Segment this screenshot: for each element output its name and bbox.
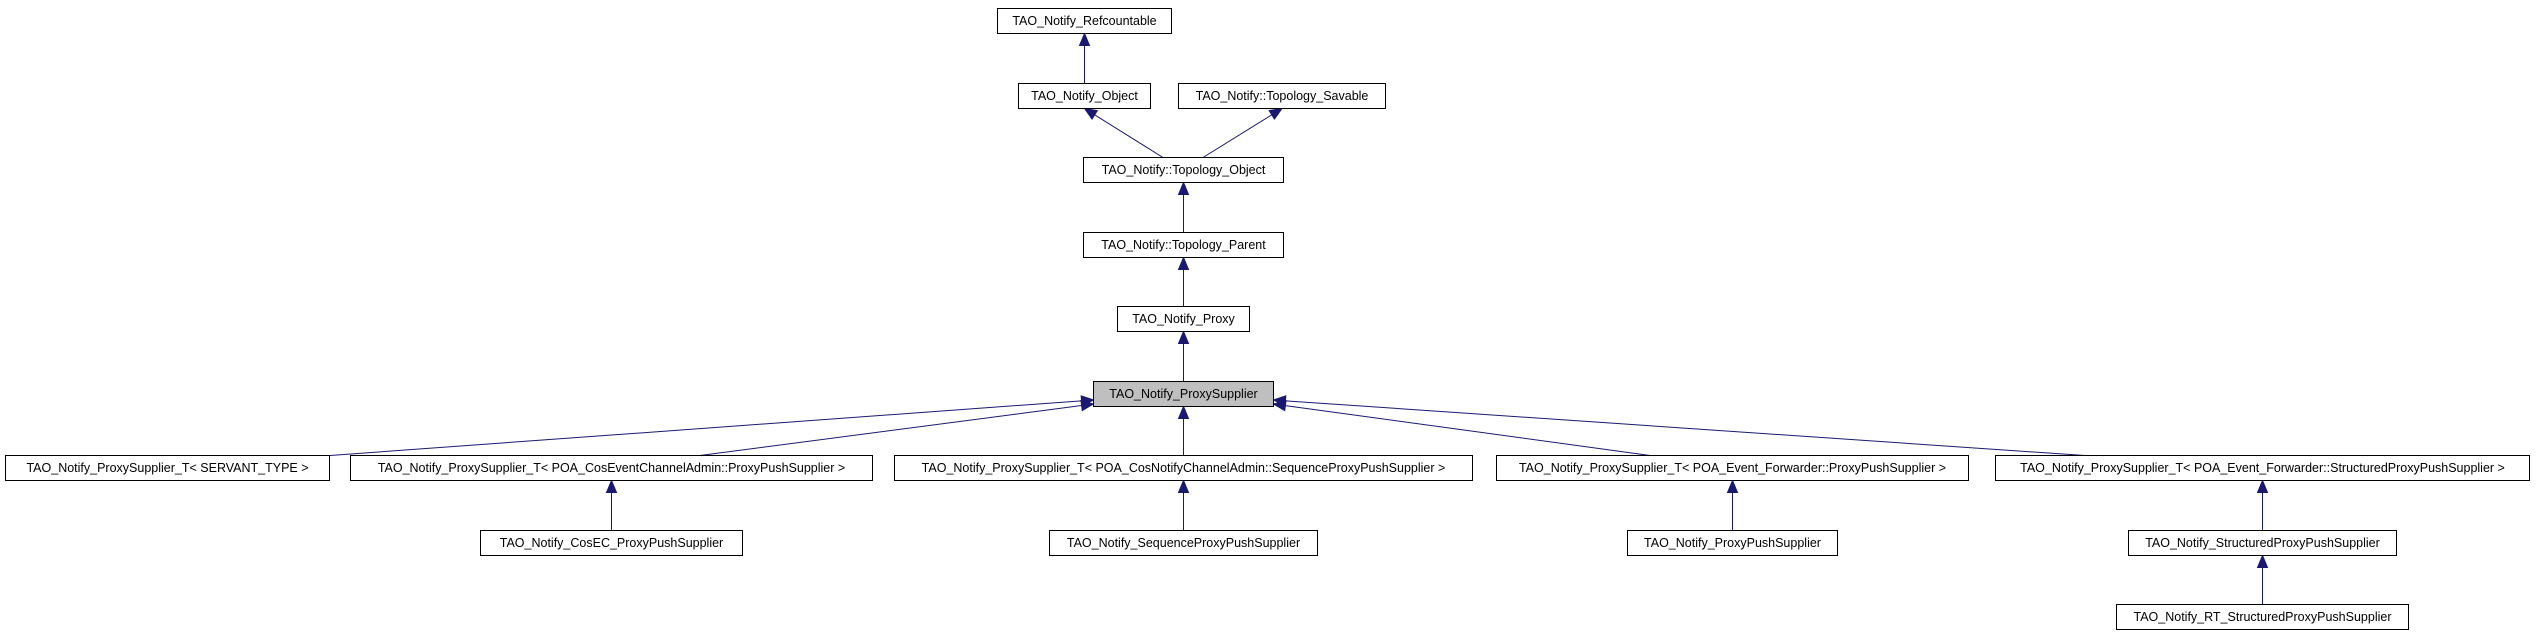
arrowhead-rt_structured_pps-to-structured_pps bbox=[2256, 554, 2269, 568]
svg-text:TAO_Notify_StructuredProxyPush: TAO_Notify_StructuredProxyPushSupplier bbox=[2145, 536, 2380, 550]
node-tao-notify-proxypushsupplier[interactable]: TAO_Notify_ProxyPushSupplier bbox=[1627, 530, 1838, 556]
svg-text:TAO_Notify_CosEC_ProxyPushSupp: TAO_Notify_CosEC_ProxyPushSupplier bbox=[500, 536, 723, 550]
svg-text:TAO_Notify_ProxySupplier_T< SE: TAO_Notify_ProxySupplier_T< SERVANT_TYPE… bbox=[26, 461, 308, 475]
arrowhead-ps_cosnotify_seq-to-proxy_supplier bbox=[1177, 405, 1190, 419]
node-tao-notify-structuredproxypushsupplier[interactable]: TAO_Notify_StructuredProxyPushSupplier bbox=[2128, 530, 2397, 556]
arrowhead-pps-to-ps_fwd_proxy bbox=[1726, 479, 1739, 493]
arrowhead-topology_object-to-object bbox=[1083, 107, 1099, 120]
node-tao-notify-proxysupplier[interactable]: TAO_Notify_ProxySupplier bbox=[1093, 381, 1274, 407]
edge-ps_cosec-to-proxy_supplier bbox=[699, 405, 1082, 456]
svg-text:TAO_Notify_SequenceProxyPushSu: TAO_Notify_SequenceProxyPushSupplier bbox=[1067, 536, 1300, 550]
svg-text:TAO_Notify_ProxyPushSupplier: TAO_Notify_ProxyPushSupplier bbox=[1644, 536, 1821, 550]
svg-text:TAO_Notify_Object: TAO_Notify_Object bbox=[1031, 89, 1138, 103]
inheritance-edges bbox=[329, 32, 2269, 605]
edge-ps_fwd_structured-to-proxy_supplier bbox=[1285, 400, 2086, 456]
arrowhead-topology_object-to-topology_savable bbox=[1268, 107, 1284, 120]
svg-text:TAO_Notify_Proxy: TAO_Notify_Proxy bbox=[1132, 312, 1235, 326]
node-tao-notify-proxysupplier-t-cosnotify-sequence[interactable]: TAO_Notify_ProxySupplier_T< POA_CosNotif… bbox=[894, 455, 1473, 481]
node-tao-notify-proxysupplier-t-cosec[interactable]: TAO_Notify_ProxySupplier_T< POA_CosEvent… bbox=[350, 455, 873, 481]
edge-ps_servant_type-to-proxy_supplier bbox=[329, 400, 1082, 456]
svg-text:TAO_Notify_ProxySupplier_T< PO: TAO_Notify_ProxySupplier_T< POA_Event_Fo… bbox=[1519, 461, 1946, 475]
svg-text:TAO_Notify::Topology_Savable: TAO_Notify::Topology_Savable bbox=[1196, 89, 1369, 103]
node-tao-notify-topology-object[interactable]: TAO_Notify::Topology_Object bbox=[1083, 157, 1284, 183]
svg-text:TAO_Notify_RT_StructuredProxyP: TAO_Notify_RT_StructuredProxyPushSupplie… bbox=[2134, 610, 2392, 624]
svg-text:TAO_Notify_ProxySupplier: TAO_Notify_ProxySupplier bbox=[1109, 387, 1257, 401]
edge-ps_fwd_proxy-to-proxy_supplier bbox=[1285, 405, 1651, 456]
arrowhead-proxy-to-topology_parent bbox=[1177, 256, 1190, 270]
arrowhead-object-to-refcountable bbox=[1078, 32, 1091, 46]
arrowhead-proxy_supplier-to-proxy bbox=[1177, 330, 1190, 344]
svg-text:TAO_Notify::Topology_Object: TAO_Notify::Topology_Object bbox=[1102, 163, 1266, 177]
edge-topology_object-to-object bbox=[1094, 114, 1164, 158]
svg-text:TAO_Notify_ProxySupplier_T< PO: TAO_Notify_ProxySupplier_T< POA_Event_Fo… bbox=[2020, 461, 2505, 475]
arrowhead-topology_parent-to-topology_object bbox=[1177, 181, 1190, 195]
node-tao-notify-rt-structuredproxypushsupplier[interactable]: TAO_Notify_RT_StructuredProxyPushSupplie… bbox=[2116, 604, 2409, 630]
node-tao-notify-topology-savable[interactable]: TAO_Notify::Topology_Savable bbox=[1178, 83, 1386, 109]
node-tao-notify-object[interactable]: TAO_Notify_Object bbox=[1018, 83, 1151, 109]
svg-text:TAO_Notify_ProxySupplier_T< PO: TAO_Notify_ProxySupplier_T< POA_CosEvent… bbox=[378, 461, 845, 475]
node-tao-notify-proxysupplier-t-servant-type[interactable]: TAO_Notify_ProxySupplier_T< SERVANT_TYPE… bbox=[5, 455, 330, 481]
arrowhead-structured_pps-to-ps_fwd_structured bbox=[2256, 479, 2269, 493]
arrowhead-sequence_pps-to-ps_cosnotify_seq bbox=[1177, 479, 1190, 493]
node-tao-notify-topology-parent[interactable]: TAO_Notify::Topology_Parent bbox=[1083, 232, 1284, 258]
node-tao-notify-proxysupplier-t-forwarder-structured[interactable]: TAO_Notify_ProxySupplier_T< POA_Event_Fo… bbox=[1995, 455, 2530, 481]
node-tao-notify-sequenceproxypushsupplier[interactable]: TAO_Notify_SequenceProxyPushSupplier bbox=[1049, 530, 1318, 556]
svg-text:TAO_Notify_Refcountable: TAO_Notify_Refcountable bbox=[1012, 14, 1156, 28]
arrowhead-cosec_pps-to-ps_cosec bbox=[605, 479, 618, 493]
edge-topology_object-to-topology_savable bbox=[1202, 114, 1273, 158]
node-tao-notify-proxysupplier-t-forwarder-proxy[interactable]: TAO_Notify_ProxySupplier_T< POA_Event_Fo… bbox=[1496, 455, 1969, 481]
arrowhead-ps_cosec-to-proxy_supplier bbox=[1080, 399, 1095, 412]
node-tao-notify-proxy[interactable]: TAO_Notify_Proxy bbox=[1117, 306, 1250, 332]
node-tao-notify-cosec-proxypushsupplier[interactable]: TAO_Notify_CosEC_ProxyPushSupplier bbox=[480, 530, 743, 556]
node-tao-notify-refcountable[interactable]: TAO_Notify_Refcountable bbox=[997, 8, 1172, 34]
arrowhead-ps_fwd_structured-to-proxy_supplier bbox=[1272, 395, 1287, 407]
svg-text:TAO_Notify::Topology_Parent: TAO_Notify::Topology_Parent bbox=[1101, 238, 1266, 252]
svg-text:TAO_Notify_ProxySupplier_T< PO: TAO_Notify_ProxySupplier_T< POA_CosNotif… bbox=[922, 461, 1446, 475]
